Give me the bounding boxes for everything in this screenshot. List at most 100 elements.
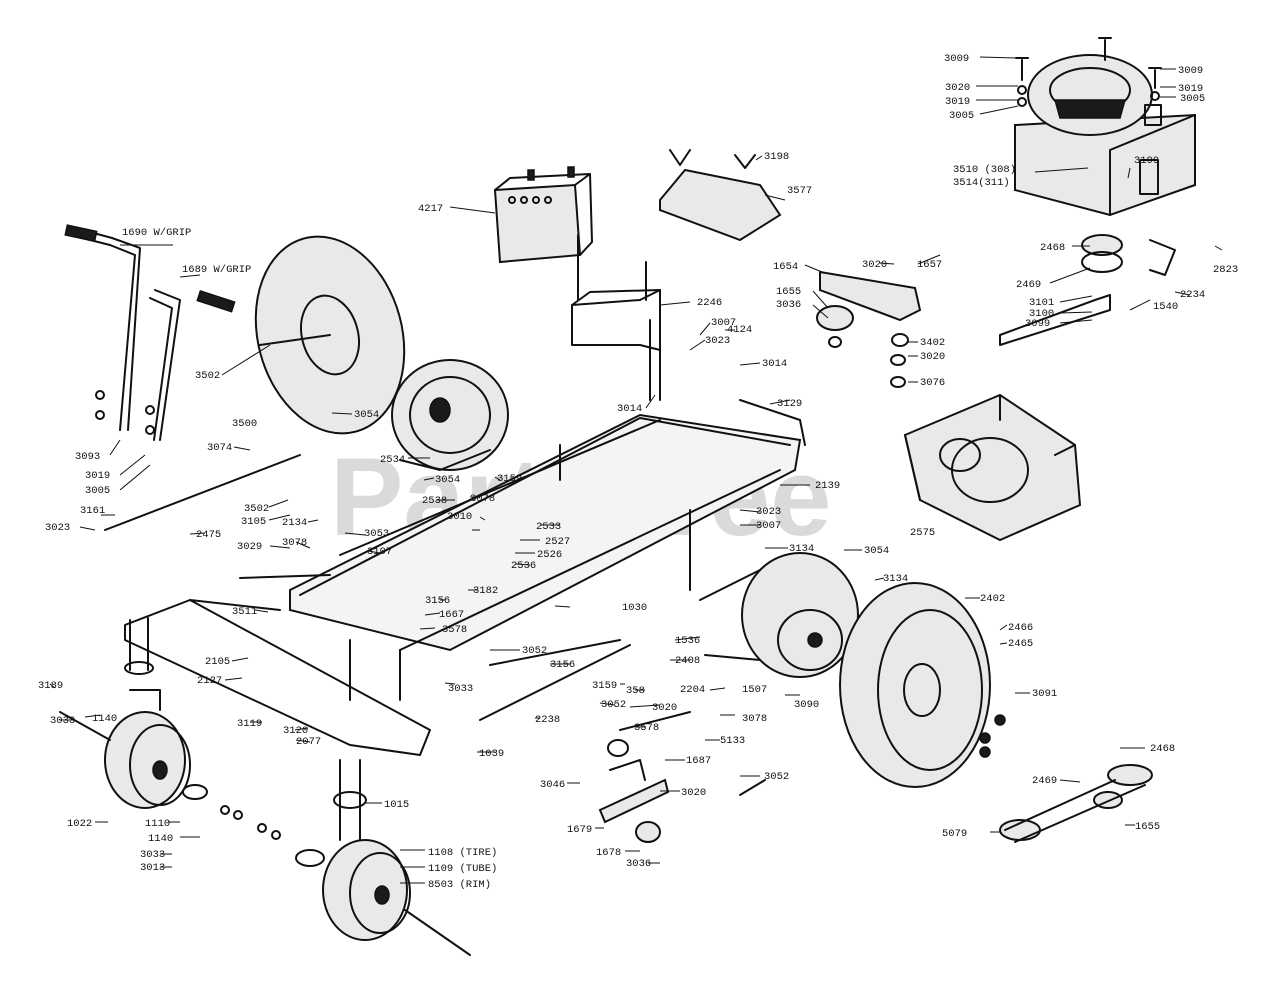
callout-label: 3054 (354, 409, 379, 421)
callout-label: 3514(311) (953, 177, 1010, 189)
callout-label: 3036 (626, 858, 651, 870)
callout-label: 1690 W/GRIP (122, 227, 191, 239)
callout-label: 3005 (1180, 93, 1205, 105)
rear-left-drive-pulley (391, 359, 509, 471)
callout-label: 2533 (536, 521, 561, 533)
callout-label: 3134 (789, 543, 814, 555)
callout-label: 1507 (742, 684, 767, 696)
callout-label: 1140 (148, 833, 173, 845)
callout-label: 3052 (764, 771, 789, 783)
callout-label: 1536 (675, 635, 700, 647)
callout-label: 3019 (85, 470, 110, 482)
callout-label: 2468 (1150, 743, 1175, 755)
callout-label: 1654 (773, 261, 798, 273)
callout-label: 358 (626, 685, 645, 697)
callout-label: 2536 (511, 560, 536, 572)
callout-label: 3120 (283, 725, 308, 737)
callout-label: 3023 (756, 506, 781, 518)
engine-bolts (1015, 37, 1162, 107)
callout-label: 3036 (776, 299, 801, 311)
callout-label: 3402 (920, 337, 945, 349)
callout-label: 3502 (195, 370, 220, 382)
callout-label: 1687 (686, 755, 711, 767)
callout-label: 3053 (364, 528, 389, 540)
callout-label: 1540 (1153, 301, 1178, 313)
callout-label: 1678 (596, 847, 621, 859)
callout-label: 3119 (237, 718, 262, 730)
callout-label: 3198 (764, 151, 789, 163)
callout-label: 3577 (787, 185, 812, 197)
callout-label: 3159 (592, 680, 617, 692)
rear-right-drive-pulley (699, 552, 859, 678)
callout-label: 3020 (945, 82, 970, 94)
callout-label: 2402 (980, 593, 1005, 605)
callout-label: 3091 (1032, 688, 1057, 700)
callout-label: 3078 (742, 713, 767, 725)
control-rods (104, 454, 766, 796)
callout-label: 3199 (1134, 155, 1159, 167)
brake-bracket (598, 739, 670, 843)
callout-label: 3511 (232, 606, 257, 618)
rear-left-tire (254, 235, 406, 435)
callout-label: 1015 (384, 799, 409, 811)
callout-label: 2468 (1040, 242, 1065, 254)
callout-label: 2238 (535, 714, 560, 726)
engine-belt-assembly (999, 234, 1176, 346)
callout-label: 3054 (864, 545, 889, 557)
callout-label: 3156 (550, 659, 575, 671)
callout-label: 3019 (1178, 83, 1203, 95)
main-frame (289, 399, 806, 701)
callout-label: 3029 (237, 541, 262, 553)
callout-label: 3159 (497, 473, 522, 485)
callout-label: 3005 (85, 485, 110, 497)
callout-label: 3020 (920, 351, 945, 363)
callout-label: 2139 (815, 480, 840, 492)
callout-label: 2527 (545, 536, 570, 548)
callout-label: 3020 (681, 787, 706, 799)
front-right-wheel (322, 759, 471, 956)
callout-label: 3009 (1178, 65, 1203, 77)
callout-label: 2466 (1008, 622, 1033, 634)
lower-belt-assembly (999, 764, 1153, 843)
spindle-hardware (182, 784, 325, 867)
callout-label: 1110 (145, 818, 170, 830)
callout-label: 2246 (697, 297, 722, 309)
callout-label: 1108 (TIRE) (428, 847, 497, 859)
callout-label: 3009 (944, 53, 969, 65)
callout-label: 2469 (1016, 279, 1041, 291)
callout-label: 3578 (634, 722, 659, 734)
callout-label: 2526 (537, 549, 562, 561)
callout-label: 1655 (776, 286, 801, 298)
callout-label: 3129 (777, 398, 802, 410)
callout-label: 3010 (447, 511, 472, 523)
callout-label: 3156 (425, 595, 450, 607)
callout-label: 3007 (756, 520, 781, 532)
callout-label: 5079 (942, 828, 967, 840)
callout-label: 3090 (794, 699, 819, 711)
callout-label: 3076 (920, 377, 945, 389)
callout-label: 1689 W/GRIP (182, 264, 251, 276)
callout-label: 3033 (140, 849, 165, 861)
callout-label: 2234 (1180, 289, 1205, 301)
callout-label: 3023 (705, 335, 730, 347)
callout-labels: 3009 3020 3019 3005 3009 3019 3005 3198 … (38, 53, 1238, 891)
callout-label: 3052 (522, 645, 547, 657)
seat-cover (659, 149, 782, 242)
callout-label: 3189 (38, 680, 63, 692)
callout-label: 3100 (1029, 308, 1054, 320)
callout-label: 3005 (949, 110, 974, 122)
callout-label: 2408 (675, 655, 700, 667)
callout-label: 2204 (680, 684, 705, 696)
callout-label: 2465 (1008, 638, 1033, 650)
callout-label: 2105 (205, 656, 230, 668)
clutch-idler-assembly (816, 270, 922, 388)
callout-label: 2134 (282, 517, 307, 529)
callout-label: 2575 (910, 527, 935, 539)
callout-label: 2538 (422, 495, 447, 507)
callout-label: 3020 (652, 702, 677, 714)
rear-right-tire (839, 582, 1006, 788)
steering-levers (64, 224, 236, 441)
callout-label: 3078 (282, 537, 307, 549)
callout-label: 3007 (711, 317, 736, 329)
